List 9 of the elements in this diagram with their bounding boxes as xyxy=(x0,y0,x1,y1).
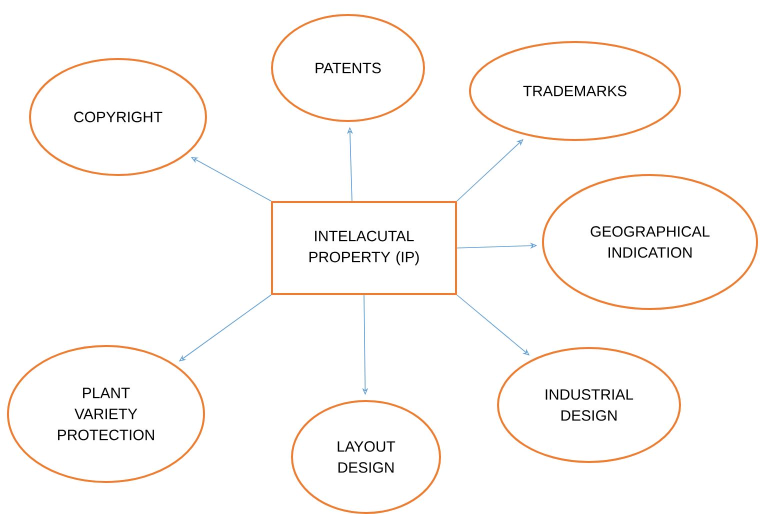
ellipse-node: PLANT VARIETY PROTECTION xyxy=(7,345,205,483)
ellipse-node: LAYOUT DESIGN xyxy=(291,400,441,514)
process-box: INTELACUTAL PROPERTY (IP) xyxy=(271,201,457,295)
ellipse-node: INDUSTRIAL DESIGN xyxy=(497,347,681,463)
ellipse-node: PATENTS xyxy=(271,14,425,122)
arrow xyxy=(456,139,524,202)
ellipse-node: TRADEMARKS xyxy=(469,41,681,141)
ellipse-node: COPYRIGHT xyxy=(29,58,207,176)
ellipse-node: GEOGRAPHICAL INDICATION xyxy=(542,174,758,310)
